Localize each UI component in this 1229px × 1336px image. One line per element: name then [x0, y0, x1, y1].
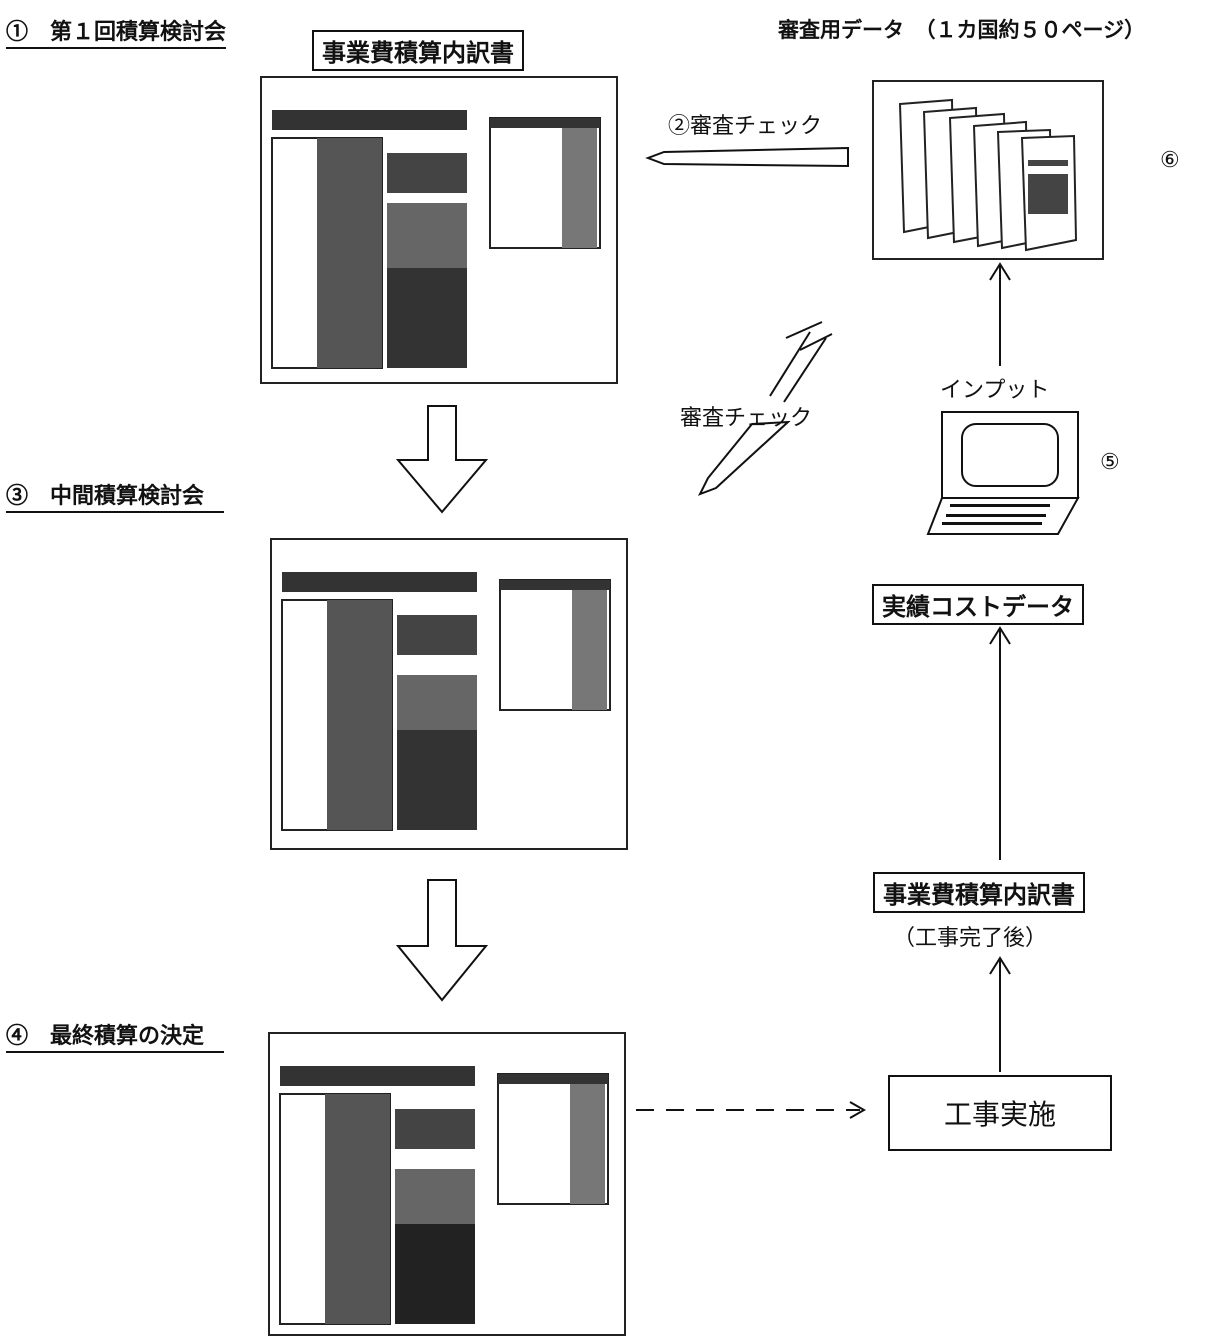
up-arrow-doc-to-cost-icon — [990, 628, 1010, 860]
up-arrow-work-to-doc-icon — [990, 958, 1010, 1072]
review-check-diagonal-arrow-icon — [700, 322, 832, 494]
dashed-arrow-to-construction-icon — [636, 1102, 864, 1118]
down-arrow-1-icon — [398, 406, 486, 512]
up-arrow-computer-to-data-icon — [990, 264, 1010, 366]
keyboard-dots — [942, 504, 1050, 525]
down-arrow-2-icon — [398, 880, 486, 1000]
review-check-left-arrow-icon — [648, 148, 848, 166]
